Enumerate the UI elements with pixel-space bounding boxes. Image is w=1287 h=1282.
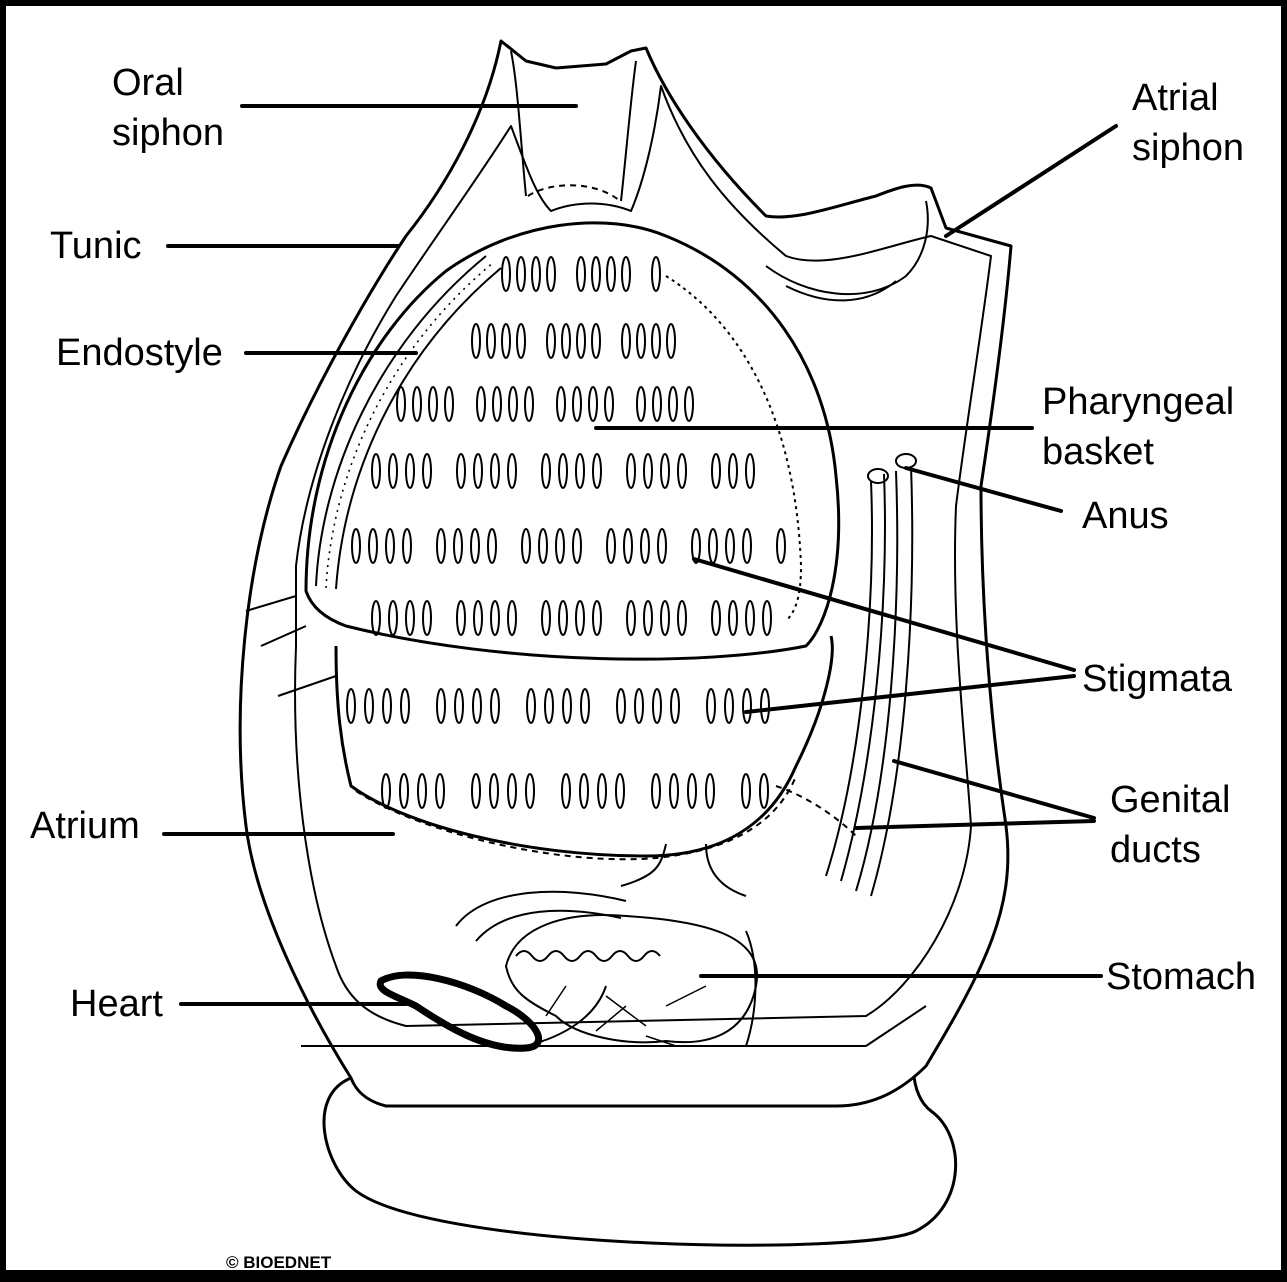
label-oral-siphon-line1: Oral bbox=[112, 62, 184, 104]
label-pharyngeal-basket-line2: basket bbox=[1042, 431, 1154, 473]
leader-atrial-siphon bbox=[946, 126, 1116, 236]
label-stomach: Stomach bbox=[1106, 956, 1256, 998]
diagram-canvas: Oral siphon Atrial siphon Tunic Endostyl… bbox=[6, 6, 1281, 1270]
label-stigmata: Stigmata bbox=[1082, 658, 1233, 700]
label-heart: Heart bbox=[70, 983, 163, 1025]
ascidian-body bbox=[240, 41, 1011, 1245]
ascidian-anatomy-diagram: Oral siphon Atrial siphon Tunic Endostyl… bbox=[6, 6, 1287, 1282]
tunic-outer bbox=[240, 41, 1011, 1106]
label-atrial-siphon-line2: siphon bbox=[1132, 127, 1244, 169]
label-oral-siphon-line2: siphon bbox=[112, 112, 224, 154]
credit-text: © BIOEDNET bbox=[226, 1253, 332, 1272]
label-tunic: Tunic bbox=[50, 225, 142, 267]
label-atrial-siphon-line1: Atrial bbox=[1132, 77, 1219, 119]
label-anus: Anus bbox=[1082, 495, 1169, 537]
label-pharyngeal-basket-line1: Pharyngeal bbox=[1042, 381, 1234, 423]
label-genital-ducts-line2: ducts bbox=[1110, 829, 1201, 871]
label-genital-ducts-line1: Genital bbox=[1110, 779, 1230, 821]
label-atrium: Atrium bbox=[30, 805, 140, 847]
label-endostyle: Endostyle bbox=[56, 332, 223, 374]
